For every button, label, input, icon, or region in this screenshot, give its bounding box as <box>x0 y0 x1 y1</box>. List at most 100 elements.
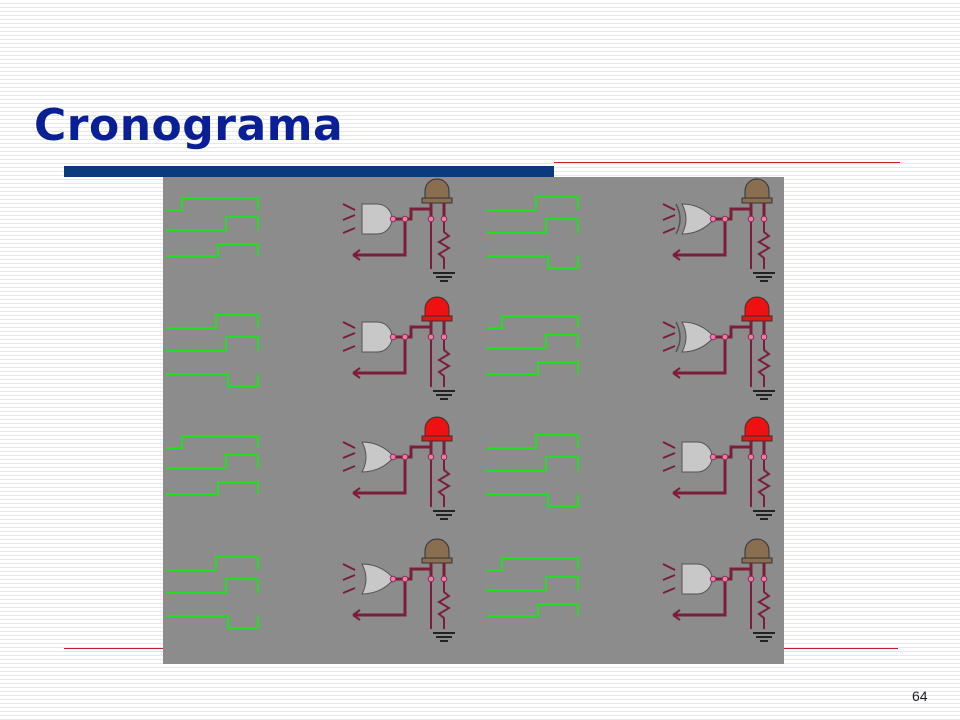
waveform-line <box>166 615 259 629</box>
waveform-line <box>166 243 259 257</box>
waveform-line <box>486 255 579 269</box>
wire-junction <box>401 453 409 461</box>
wire-junction <box>427 453 435 461</box>
wire-junction <box>389 575 397 583</box>
slide-title: Cronograma <box>34 100 344 151</box>
wire-junction <box>440 453 448 461</box>
feedback-wire <box>673 457 727 495</box>
and-gate <box>361 203 393 235</box>
wire-junction <box>440 575 448 583</box>
feedback-wire <box>353 579 407 617</box>
gate-output-wire <box>393 325 431 339</box>
gate-output-wire <box>713 445 751 459</box>
feedback-wire <box>673 337 727 375</box>
waveform-line <box>486 456 579 472</box>
input-arrow <box>662 203 676 234</box>
wire-junction <box>401 575 409 583</box>
wire-junction <box>747 453 755 461</box>
feedback-wire <box>353 457 407 495</box>
resistor <box>757 337 771 387</box>
xor-gate <box>681 203 715 235</box>
input-arrow <box>342 203 356 234</box>
led-dome <box>744 178 770 199</box>
wire-junction <box>709 453 717 461</box>
input-arrow <box>342 441 356 472</box>
wire-junction <box>427 333 435 341</box>
wire-junction <box>721 333 729 341</box>
feedback-wire <box>673 579 727 617</box>
feedback-arrow <box>352 249 361 261</box>
feedback-arrow <box>352 609 361 621</box>
feedback-arrow <box>672 249 681 261</box>
circuit-diagram <box>166 178 775 642</box>
waveform-line <box>486 361 579 375</box>
wire-junction <box>389 333 397 341</box>
wire-junction <box>721 215 729 223</box>
circuit-diagram-panel <box>163 177 784 664</box>
gate-output-wire <box>393 207 431 221</box>
led-base <box>421 435 453 442</box>
ground-symbol <box>753 390 775 400</box>
feedback-wire <box>673 219 727 257</box>
wire-junction <box>721 453 729 461</box>
led-base <box>421 315 453 322</box>
wire-junction <box>389 215 397 223</box>
resistor <box>757 219 771 269</box>
waveform-line <box>486 315 579 329</box>
ground-symbol <box>753 272 775 282</box>
xor-gate-input-curve <box>675 321 681 353</box>
waveform-line <box>166 578 259 594</box>
waveform-line <box>166 336 259 352</box>
feedback-wire <box>353 337 407 375</box>
led-dome <box>744 416 770 437</box>
wire-junction <box>747 333 755 341</box>
wire-junction <box>709 575 717 583</box>
ground-symbol <box>433 632 455 642</box>
xor-gate <box>681 321 715 353</box>
wire-junction <box>440 215 448 223</box>
gate-output-wire <box>713 325 751 339</box>
input-arrow <box>342 321 356 352</box>
wire-junction <box>401 333 409 341</box>
ground-symbol <box>433 510 455 520</box>
wire-junction <box>709 215 717 223</box>
feedback-arrow <box>352 487 361 499</box>
waveform-line <box>166 454 259 469</box>
wire-junction <box>427 575 435 583</box>
waveform-line <box>486 196 579 211</box>
and-gate <box>361 321 393 353</box>
input-arrow <box>662 321 676 352</box>
resistor <box>437 337 451 387</box>
or-gate <box>361 563 395 595</box>
wire-junction <box>747 575 755 583</box>
led-dome <box>744 296 770 317</box>
waveform-line <box>166 314 259 329</box>
feedback-arrow <box>672 487 681 499</box>
resistor <box>437 457 451 507</box>
waveform-line <box>166 481 259 495</box>
led-dome <box>424 416 450 437</box>
waveform-line <box>486 557 579 571</box>
resistor <box>757 579 771 629</box>
ground-symbol <box>753 632 775 642</box>
wire-junction <box>760 575 768 583</box>
wire-junction <box>747 215 755 223</box>
title-rule <box>554 162 900 163</box>
wire-junction <box>389 453 397 461</box>
gate-output-wire <box>393 567 431 581</box>
waveform-line <box>486 434 579 449</box>
led-base <box>421 197 453 204</box>
waveform-line <box>166 373 259 387</box>
and-gate <box>681 563 713 595</box>
title-accent-bar <box>64 166 554 177</box>
waveform-line <box>486 493 579 507</box>
xor-gate-input-curve <box>675 203 681 235</box>
page-number: 64 <box>912 688 928 704</box>
or-gate <box>361 441 395 473</box>
led-dome <box>744 538 770 559</box>
ground-symbol <box>753 510 775 520</box>
wire-junction <box>760 453 768 461</box>
resistor <box>437 579 451 629</box>
waveform-line <box>166 556 259 571</box>
led-base <box>741 435 773 442</box>
